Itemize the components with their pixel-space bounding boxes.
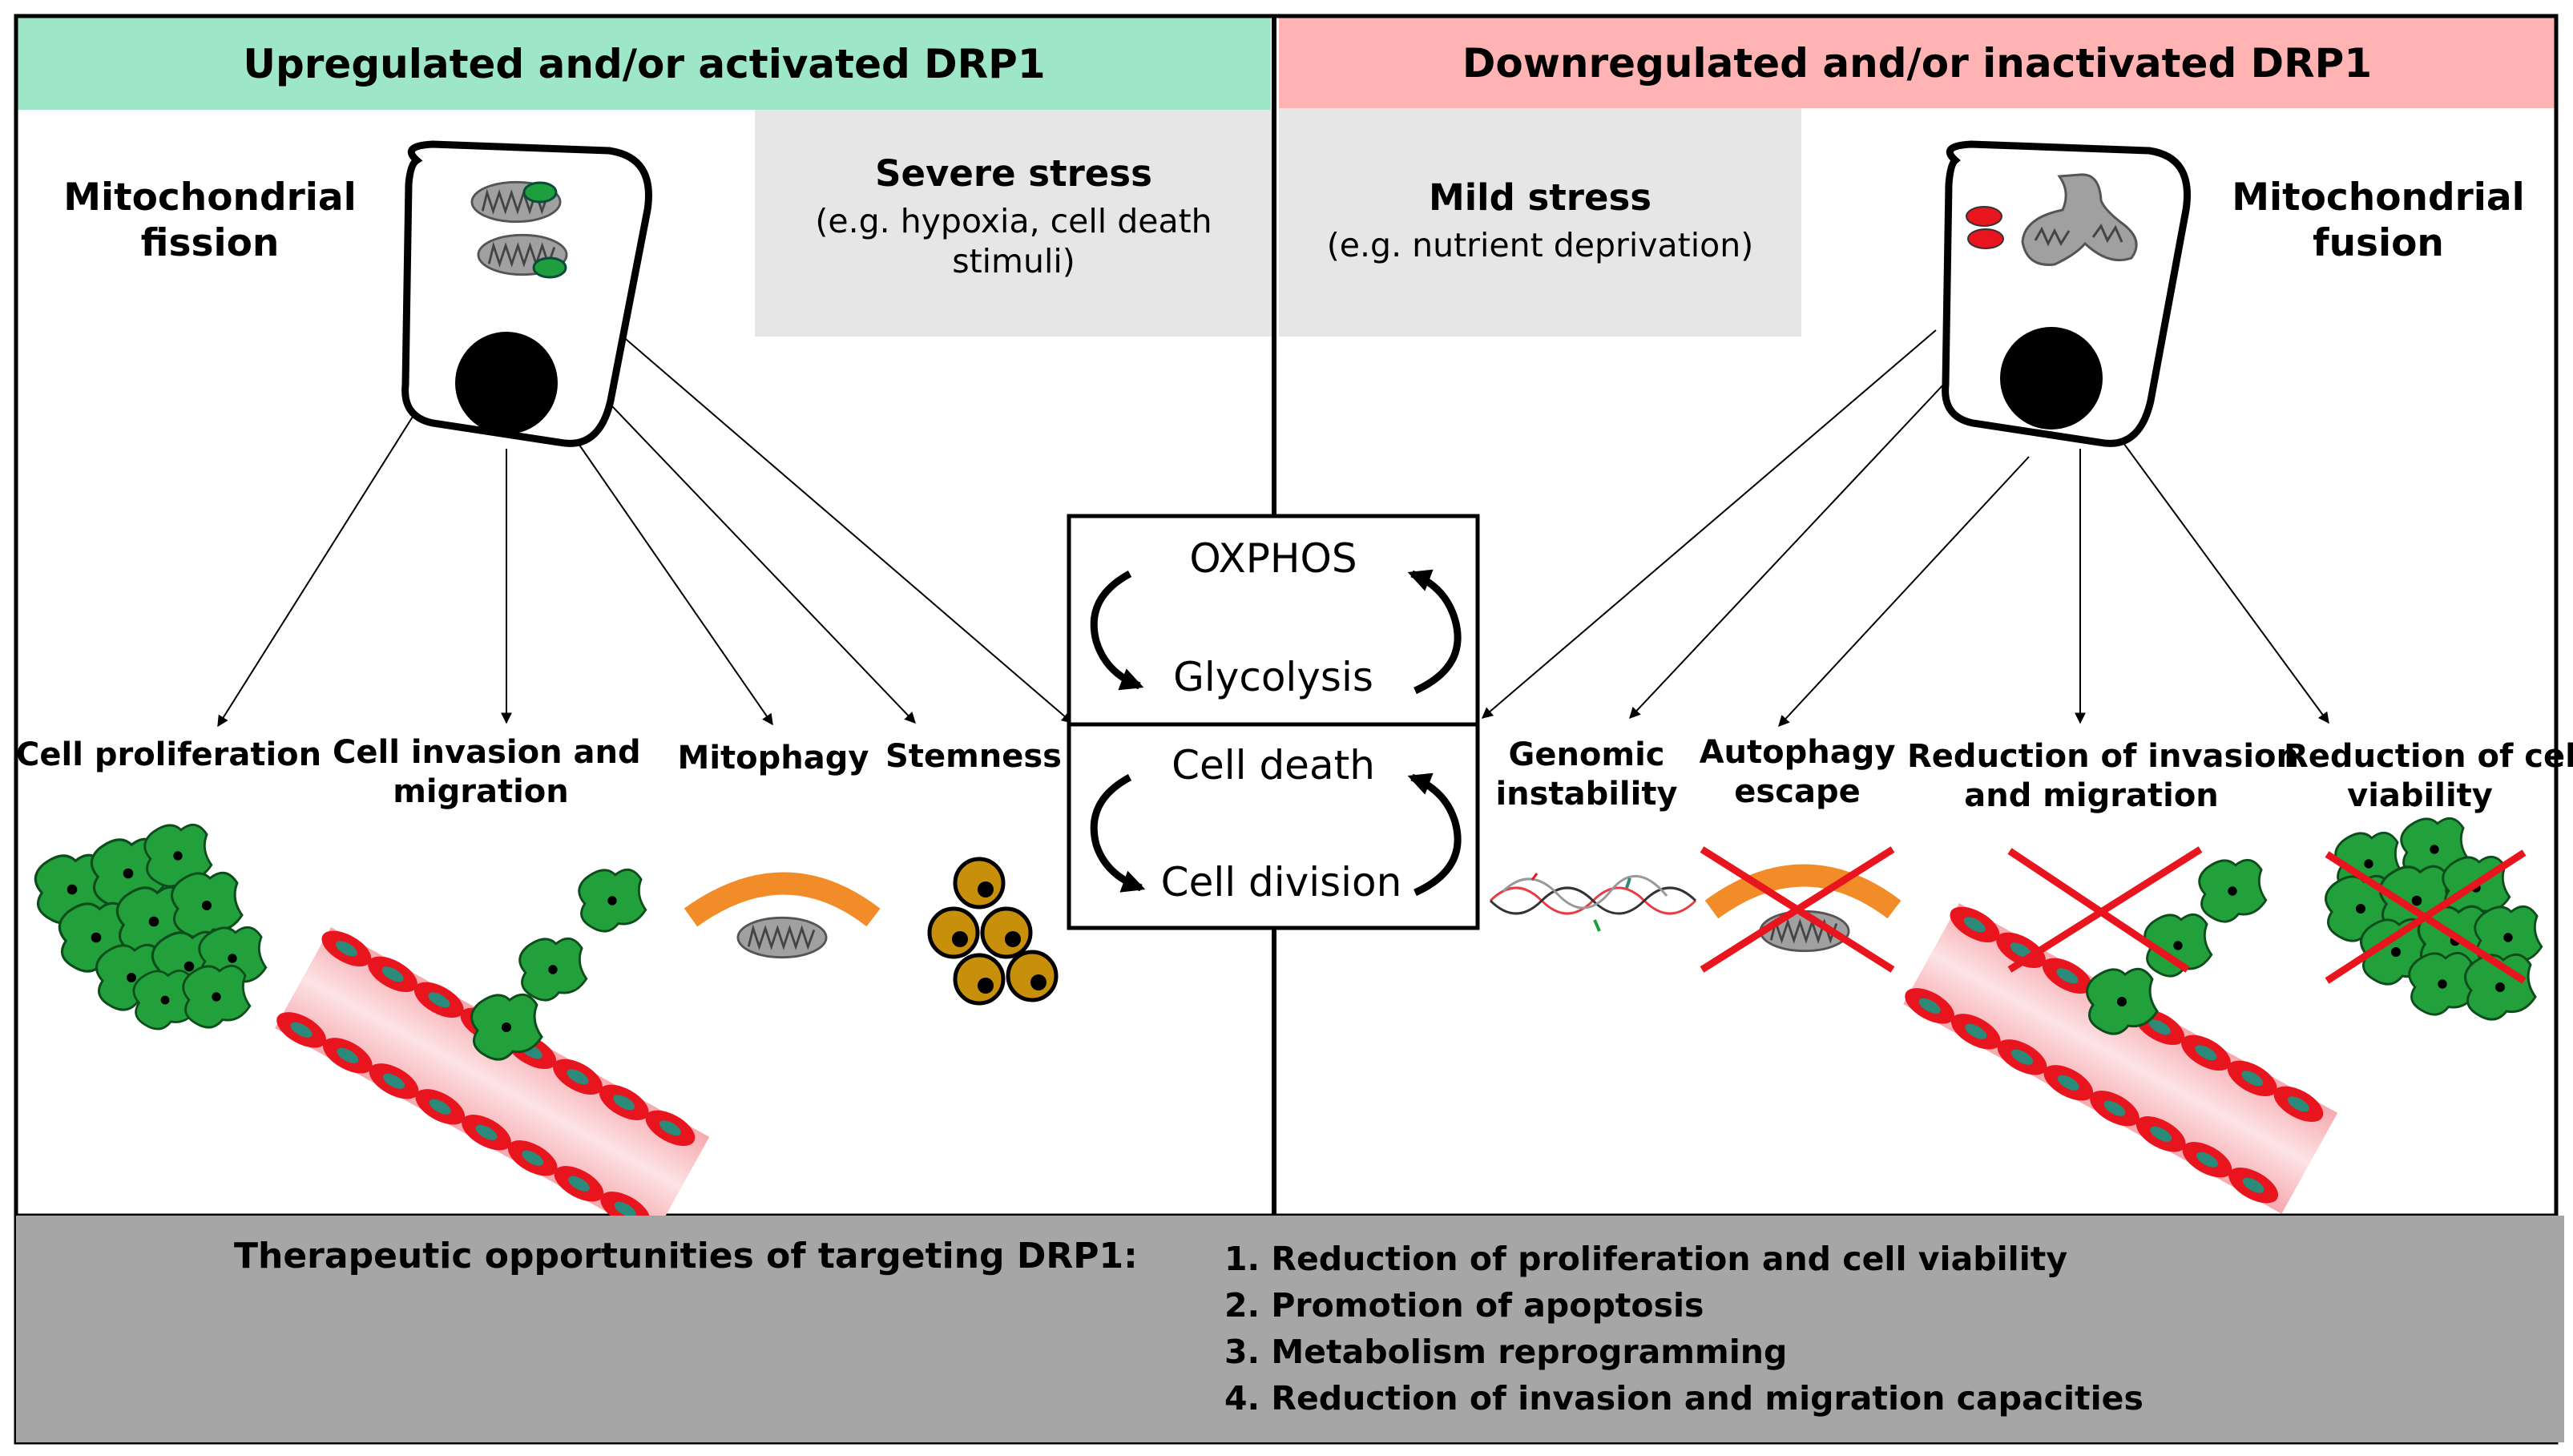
- outcome-autophagy-escape: Autophagy escape: [1697, 733, 1897, 812]
- outcome-line: Reduction of cell: [2284, 738, 2573, 775]
- green-cell-cluster-icon: [2324, 817, 2543, 1021]
- autophagy-escape-icon: [1700, 846, 1902, 973]
- mitophagy-icon: [684, 872, 881, 959]
- outcome-line: Cell proliferation: [16, 736, 322, 773]
- cycle-arrow-icon: [1090, 569, 1462, 897]
- outcome-line: migration: [393, 772, 569, 810]
- outcome-stemness: Stemness: [885, 737, 1062, 776]
- outcome-line: Stemness: [885, 738, 1062, 775]
- outcome-line: and migration: [1964, 776, 2219, 814]
- outcome-cell-proliferation: Cell proliferation: [16, 736, 321, 775]
- therapeutic-item: 1. Reduction of proliferation and cell v…: [1224, 1240, 2068, 1278]
- outer-frame: [14, 14, 2559, 1445]
- outcome-line: Cell invasion and: [333, 734, 641, 771]
- therapeutic-title: Therapeutic opportunities of targeting D…: [234, 1236, 1138, 1277]
- cross-icon: [2007, 846, 2203, 973]
- mild-stress-box: [1279, 108, 1801, 337]
- outcome-line: Mitophagy: [677, 740, 869, 776]
- cell-division-label: Cell division: [1160, 859, 1402, 905]
- green-cell-cluster-icon: [34, 823, 268, 1030]
- blood-vessel-icon: [271, 868, 710, 1238]
- therapeutic-list: 1. Reduction of proliferation and cell v…: [1224, 1236, 2143, 1422]
- outcome-line: Reduction of invasion: [1907, 738, 2300, 775]
- mild-stress-title: Mild stress: [1428, 176, 1652, 219]
- fusion-label: Mitochondrial fusion: [2226, 175, 2531, 267]
- cross-icon: [2325, 849, 2527, 984]
- glycolysis-label: Glycolysis: [1173, 654, 1373, 700]
- right-arrows: [1481, 329, 2329, 728]
- cell-fate-box: [1067, 722, 1480, 930]
- severe-stress-box: [755, 110, 1272, 337]
- fission-label-line1: Mitochondrial: [63, 175, 357, 220]
- left-banner-text: Upregulated and/or activated DRP1: [243, 40, 1046, 87]
- right-banner-text: Downregulated and/or inactivated DRP1: [1462, 39, 2373, 87]
- fusion-label-line1: Mitochondrial: [2232, 175, 2525, 220]
- nucleus-icon: [455, 332, 558, 434]
- right-banner: Downregulated and/or inactivated DRP1: [1279, 18, 2555, 108]
- cell-death-label: Cell death: [1172, 742, 1375, 788]
- fusion-label-line2: fusion: [2313, 221, 2444, 266]
- outcome-mitophagy: Mitophagy: [673, 739, 873, 778]
- fission-cell-icon: [401, 140, 652, 447]
- mild-stress-label: Mild stress (e.g. nutrient deprivation): [1279, 176, 1801, 265]
- cross-icon: [1700, 846, 1895, 973]
- severe-stress-detail-1: (e.g. hypoxia, cell death: [815, 201, 1212, 240]
- severe-stress-detail-2: stimuli): [952, 241, 1075, 280]
- outcome-line: Autophagy: [1699, 734, 1896, 771]
- therapeutic-item: 4. Reduction of invasion and migration c…: [1224, 1379, 2143, 1418]
- stem-cell-cluster-icon: [930, 859, 1056, 1003]
- therapeutic-item: 2. Promotion of apoptosis: [1224, 1286, 1704, 1325]
- outcome-line: escape: [1734, 772, 1861, 810]
- outcome-line: Genomic: [1508, 736, 1665, 773]
- therapeutic-panel: [16, 1216, 2564, 1442]
- fission-label: Mitochondrial fission: [58, 175, 362, 267]
- outcome-reduction-viability: Reduction of cell viability: [2284, 737, 2573, 816]
- mild-stress-detail: (e.g. nutrient deprivation): [1326, 225, 1754, 264]
- blood-vessel-icon: [1899, 846, 2338, 1214]
- left-arrows: [217, 329, 1074, 728]
- dna-strand-icon: [1489, 873, 1697, 932]
- fission-label-line2: fission: [140, 221, 280, 266]
- severe-stress-title: Severe stress: [875, 152, 1152, 195]
- left-banner: Upregulated and/or activated DRP1: [18, 18, 1271, 110]
- outcome-cell-invasion: Cell invasion and migration: [333, 733, 641, 812]
- severe-stress-label: Severe stress (e.g. hypoxia, cell death …: [755, 152, 1272, 281]
- oxphos-label: OXPHOS: [1189, 535, 1357, 582]
- outcome-reduction-invasion: Reduction of invasion and migration: [1907, 737, 2300, 816]
- outcome-line: viability: [2347, 776, 2493, 814]
- fusion-cell-icon: [1942, 140, 2191, 447]
- fused-mitochondrion-icon: [2021, 173, 2138, 266]
- outcome-line: instability: [1495, 775, 1678, 813]
- nucleus-icon: [2000, 327, 2103, 430]
- outcome-genomic-instability: Genomic instability: [1490, 736, 1683, 814]
- therapeutic-item: 3. Metabolism reprogramming: [1224, 1333, 1788, 1371]
